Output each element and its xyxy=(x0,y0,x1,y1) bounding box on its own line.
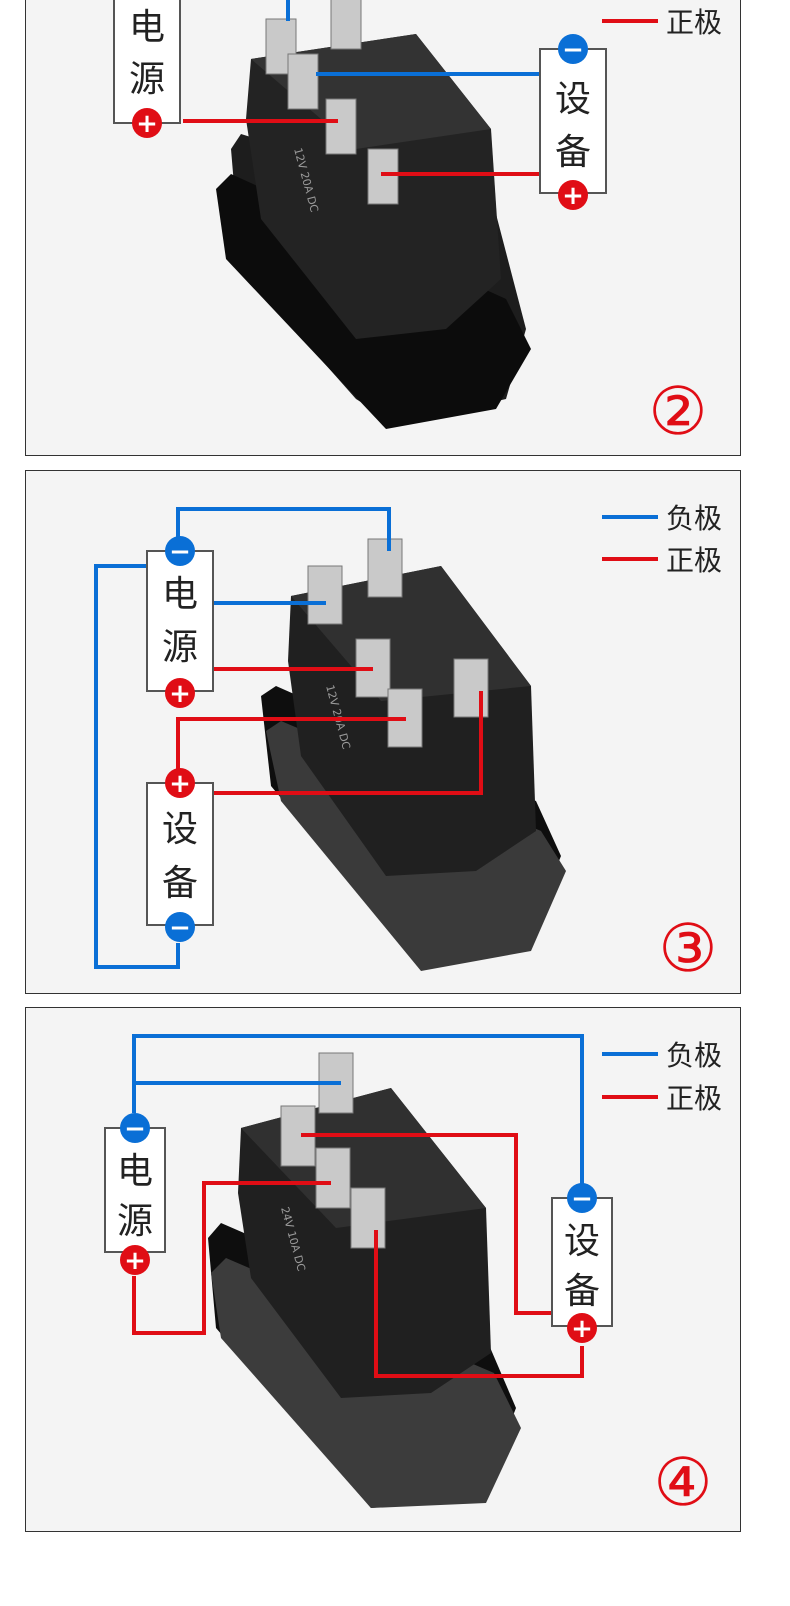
power-label-bottom: 源 xyxy=(162,627,198,668)
device-positive-terminal-icon xyxy=(558,180,588,210)
wire-negative-device xyxy=(94,564,180,969)
legend: 正极 xyxy=(602,6,722,39)
power-label-bottom: 源 xyxy=(129,59,165,100)
wire-positive-power xyxy=(132,1181,331,1335)
device-negative-terminal-icon xyxy=(165,912,195,942)
minus-sign: − xyxy=(169,537,191,567)
power-negative-terminal-icon xyxy=(120,1113,150,1143)
device-negative-terminal-icon xyxy=(558,34,588,64)
plus-sign: + xyxy=(571,1314,593,1344)
power-negative-terminal-icon xyxy=(165,536,195,566)
device-label-bottom: 备 xyxy=(162,863,198,904)
device-label-top: 设 xyxy=(162,809,198,850)
panel-number: ③ xyxy=(658,910,717,987)
device-box: 设 备 + − xyxy=(146,768,214,943)
legend-negative-label: 负极 xyxy=(666,502,722,535)
power-source-box: 电 源 − + xyxy=(104,1113,166,1276)
power-positive-terminal-icon xyxy=(165,678,195,708)
wiring-diagram-panel-4: 24V 10A DC 电 源 − + 设 备 xyxy=(25,1007,741,1532)
wiring-diagram-panel-3: 12V 20A DC 电 源 − + 设 xyxy=(25,470,741,994)
panel-4-drawing: 24V 10A DC 电 源 − + 设 备 xyxy=(104,1034,722,1521)
panel-3-drawing: 12V 20A DC 电 源 − + 设 xyxy=(94,502,722,987)
legend-positive-label: 正极 xyxy=(666,544,722,577)
rocker-switch: 24V 10A DC xyxy=(208,1088,521,1508)
wire-positive-device xyxy=(374,1230,584,1378)
panel-number: ② xyxy=(648,373,707,450)
rocker-switch: 12V 20A DC xyxy=(216,34,531,429)
device-positive-terminal-icon xyxy=(165,768,195,798)
device-positive-terminal-icon xyxy=(567,1313,597,1343)
panel-number: ④ xyxy=(653,1444,712,1521)
device-label-top: 设 xyxy=(555,79,591,120)
plus-sign: + xyxy=(124,1246,146,1276)
wire-negative-main xyxy=(132,1034,584,1186)
wire-positive-bridge xyxy=(176,717,406,771)
plus-sign: + xyxy=(136,109,158,139)
minus-sign: − xyxy=(124,1114,146,1144)
power-positive-terminal-icon xyxy=(120,1245,150,1275)
device-box: 设 备 − + xyxy=(551,1183,613,1344)
power-label-top: 电 xyxy=(162,574,198,615)
legend: 负极 正极 xyxy=(602,502,722,577)
plus-sign: + xyxy=(562,181,584,211)
device-negative-terminal-icon xyxy=(567,1183,597,1213)
terminals xyxy=(265,0,399,205)
power-positive-terminal-icon xyxy=(132,108,162,138)
legend-negative-label: 负极 xyxy=(666,1039,722,1072)
device-label-top: 设 xyxy=(564,1221,600,1262)
power-source-box: 电 源 − + xyxy=(146,536,214,709)
power-label-top: 电 xyxy=(117,1151,153,1192)
device-label-bottom: 备 xyxy=(555,132,591,173)
plus-sign: + xyxy=(169,679,191,709)
power-label-top: 电 xyxy=(129,7,165,48)
wire-positive-device xyxy=(214,691,483,795)
legend-positive-label: 正极 xyxy=(666,6,722,39)
legend: 负极 正极 xyxy=(602,1039,722,1115)
minus-sign: − xyxy=(571,1184,593,1214)
wire-positive-bridge xyxy=(301,1133,552,1315)
power-label-bottom: 源 xyxy=(117,1201,153,1242)
device-label-bottom: 备 xyxy=(564,1271,600,1312)
power-source-box: 电 源 + xyxy=(113,0,181,139)
minus-sign: − xyxy=(562,35,584,65)
panel-2-drawing: 12V 20A DC 电 源 + 设 备 xyxy=(113,0,722,450)
device-box: 设 备 − + xyxy=(539,34,607,211)
wire-negative-bridge xyxy=(176,507,391,553)
wiring-diagram-panel-2: 12V 20A DC 电 源 + 设 备 xyxy=(25,0,741,456)
minus-sign: − xyxy=(169,913,191,943)
rocker-switch: 12V 20A DC xyxy=(261,566,566,971)
plus-sign: + xyxy=(169,769,191,799)
legend-positive-label: 正极 xyxy=(666,1082,722,1115)
